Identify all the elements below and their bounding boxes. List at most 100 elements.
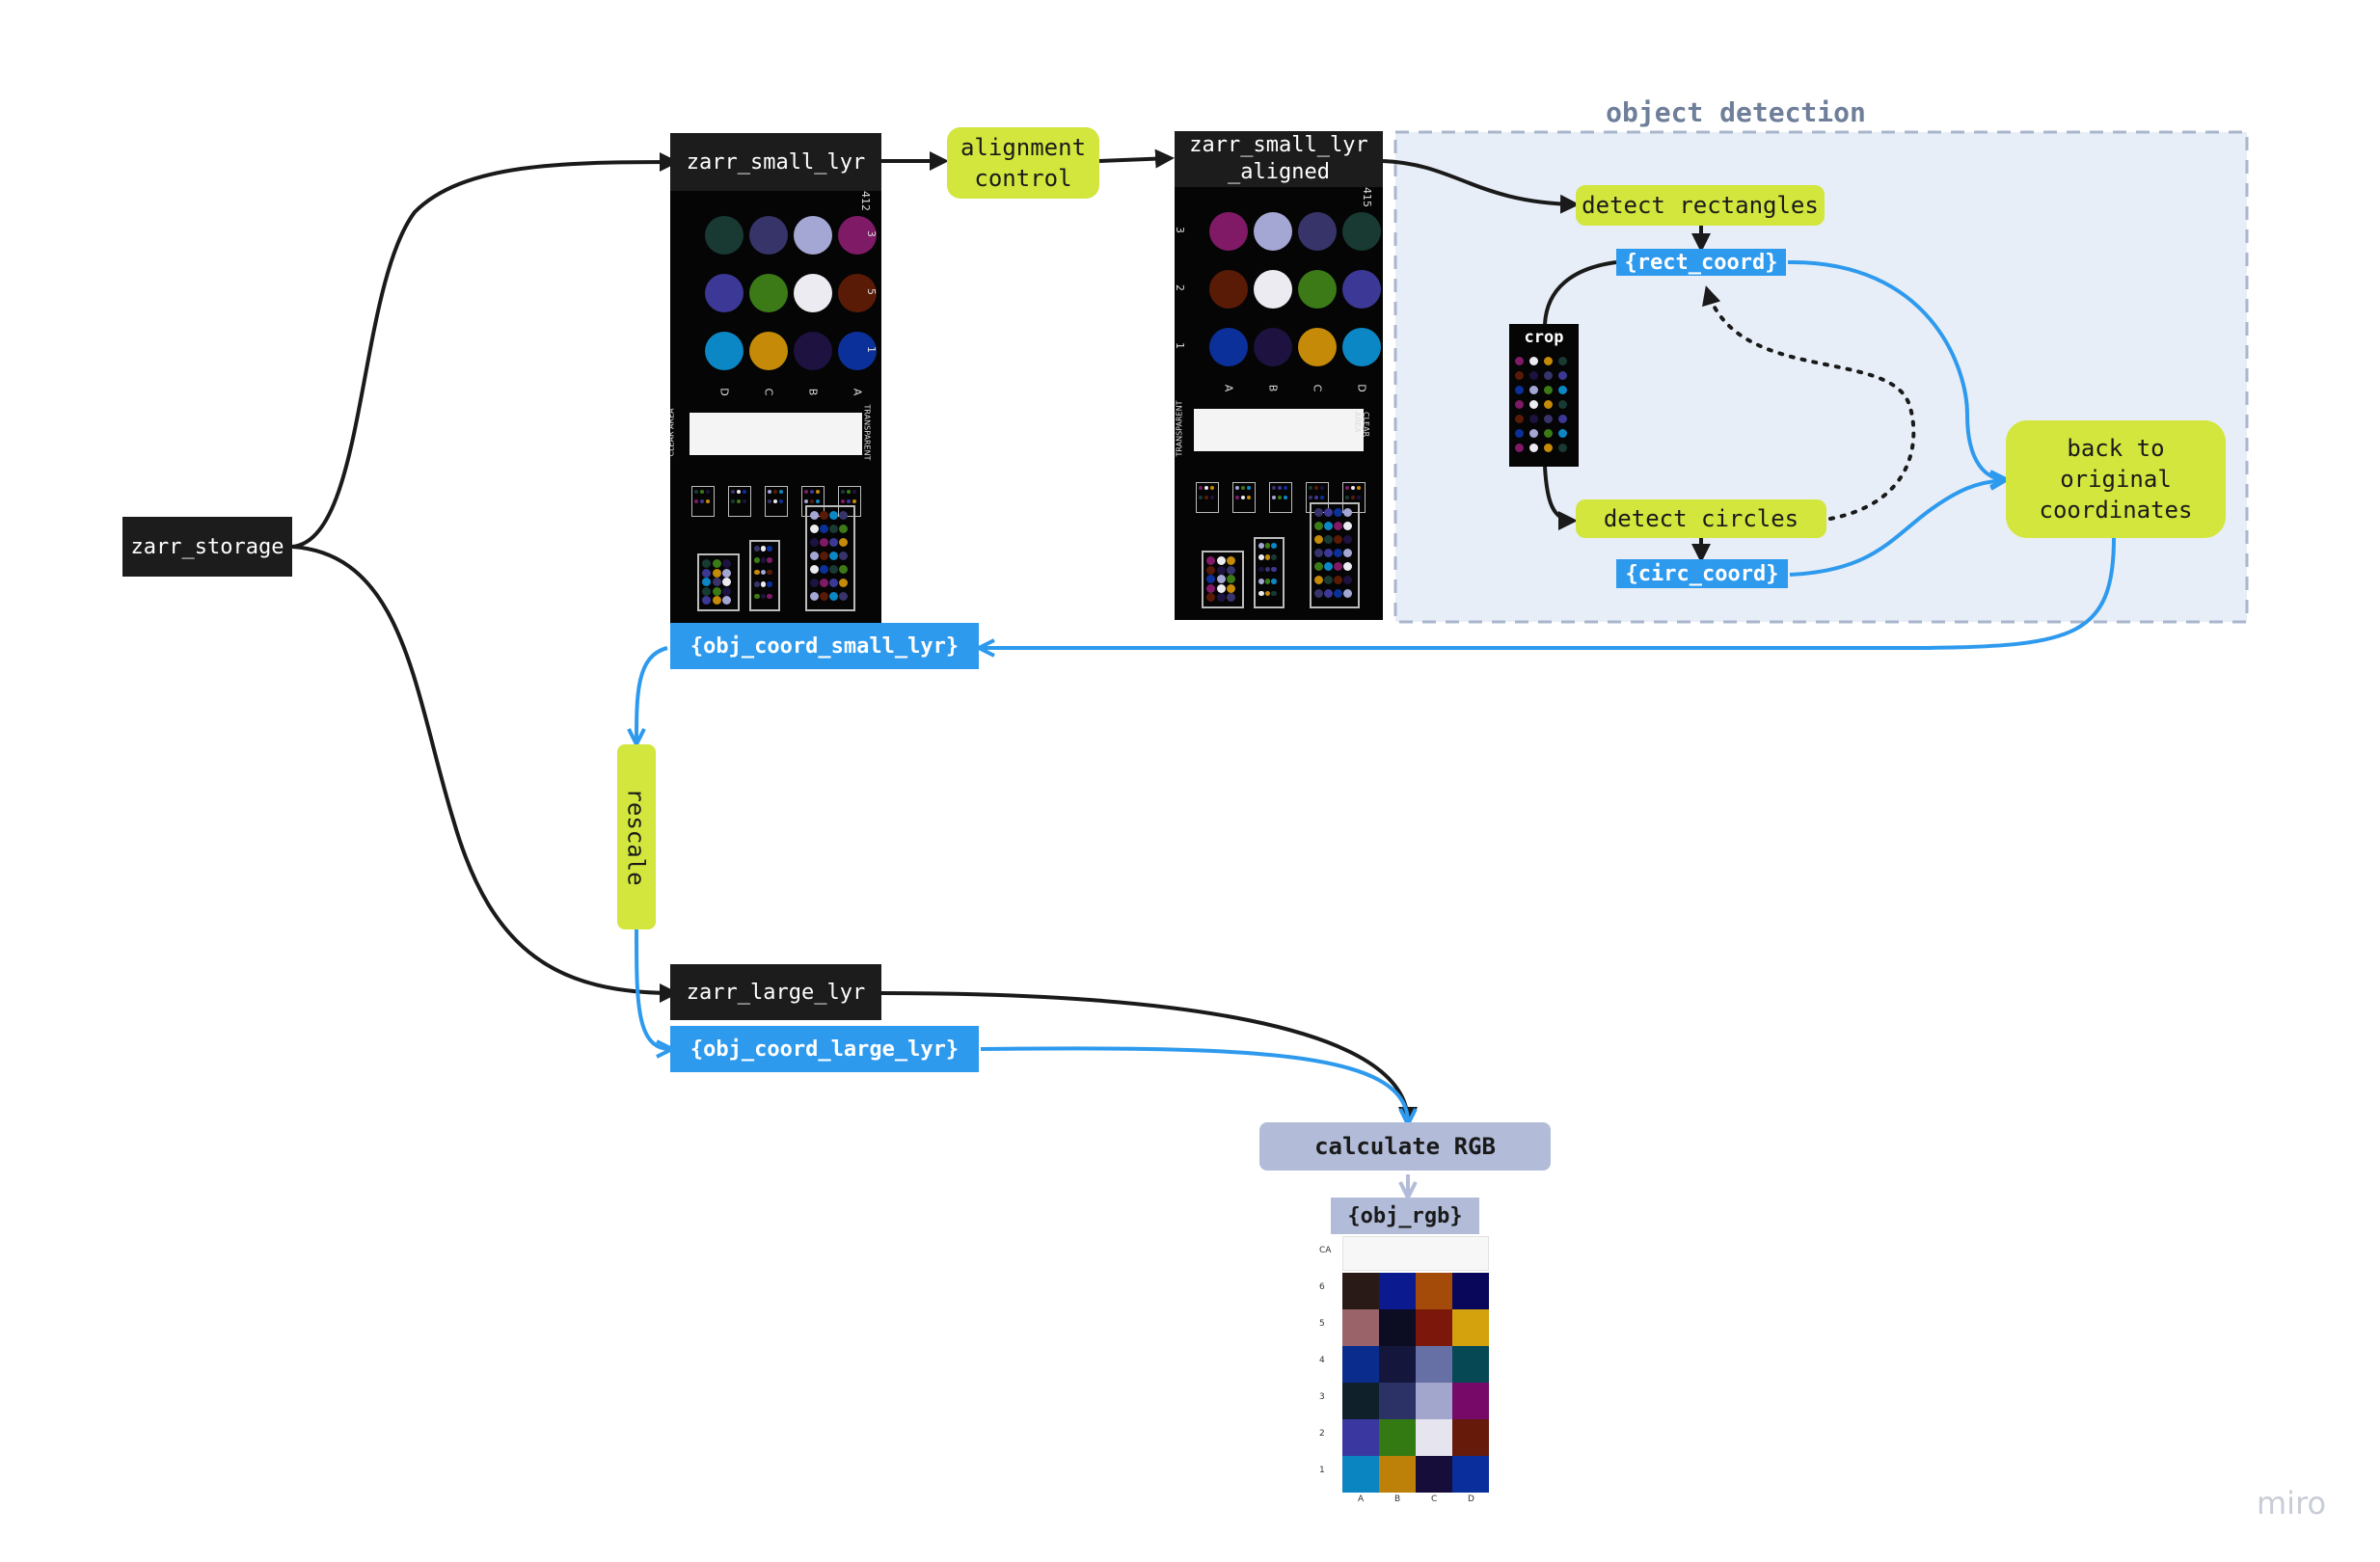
zarr-large-lyr-node[interactable]: zarr_large_lyr (670, 964, 881, 1020)
sample-rack (697, 553, 740, 611)
rack-dot (1334, 562, 1342, 571)
edge-detect-circ-to-rect-coord-dotted (1702, 285, 1916, 521)
sample-dot (838, 332, 877, 370)
detect-rectangles-node[interactable]: detect rectangles (1576, 185, 1825, 226)
rack-dot (760, 557, 767, 564)
rgb-cell (1379, 1383, 1416, 1419)
rack-dot (820, 579, 828, 587)
rgb-cell (1379, 1346, 1416, 1383)
rect-coord-node[interactable]: {rect_coord} (1616, 249, 1786, 276)
crop-dot (1515, 386, 1524, 394)
crop-dot (1544, 444, 1553, 452)
edge-aligned-to-detect-rect (1382, 159, 1580, 214)
rgb-cell (1342, 1346, 1379, 1383)
zarr-small-lyr-aligned-node[interactable]: zarr_small_lyr _aligned (1175, 131, 1383, 187)
mini-dot (1210, 486, 1214, 490)
mini-dot (731, 490, 735, 494)
mini-dot (816, 490, 820, 494)
obj-coord-large-lyr-node[interactable]: {obj_coord_large_lyr} (670, 1026, 979, 1072)
edge-back-to-obj-small (981, 537, 2116, 648)
edge-circ-coord-to-back (1789, 480, 2004, 577)
mini-dot (1204, 496, 1208, 499)
rgb-cell (1342, 1309, 1379, 1346)
sample-dot (705, 332, 744, 370)
detect-circles-node[interactable]: detect circles (1576, 499, 1826, 538)
rgb-cell (1342, 1456, 1379, 1493)
column-label: D (1355, 384, 1368, 392)
calculate-rgb-node[interactable]: calculate RGB (1259, 1122, 1551, 1171)
rack-dot (1334, 589, 1342, 598)
mini-rack (1196, 482, 1219, 513)
sample-dot (1342, 270, 1381, 309)
rack-dot (754, 581, 760, 587)
zarr-storage-node[interactable]: zarr_storage (122, 517, 292, 577)
edge-rect-coord-to-crop (1543, 260, 1617, 325)
mini-dot (1284, 486, 1287, 490)
mini-dot (1351, 496, 1355, 499)
rack-dot (1343, 562, 1352, 571)
rack-dot (839, 552, 848, 560)
crop-dot (1558, 415, 1567, 423)
rack-dot (1334, 508, 1342, 517)
rack-dot (760, 581, 767, 587)
rgb-col-label: B (1394, 1495, 1401, 1504)
side-label-right: CLEAR AREA (1353, 412, 1370, 438)
rack-dot (712, 596, 721, 606)
rgb-cell (1452, 1273, 1489, 1309)
mini-dot (706, 490, 710, 494)
rack-dot (767, 557, 772, 564)
mini-dot (1309, 486, 1312, 490)
rack-dot (760, 593, 767, 600)
rack-dot (1258, 590, 1264, 597)
rack-dot (829, 592, 838, 601)
circ-coord-node[interactable]: {circ_coord} (1616, 559, 1788, 588)
crop-node[interactable]: crop (1509, 324, 1579, 467)
rack-dot (1264, 579, 1271, 584)
rack-dot (702, 578, 711, 587)
edge-rect-coord-to-back (1787, 259, 2004, 479)
rgb-col-label: D (1468, 1495, 1474, 1504)
back-to-original-node[interactable]: back to original coordinates (2006, 420, 2226, 538)
mini-dot (773, 499, 777, 503)
mini-dot (694, 490, 698, 494)
rack-dot (839, 592, 848, 601)
sample-rack (1254, 537, 1285, 608)
crop-dot (1544, 386, 1553, 394)
alignment-control-node[interactable]: alignment control (947, 127, 1099, 199)
rack-dot (1343, 576, 1352, 584)
rack-dot (1258, 543, 1264, 549)
rgb-cell (1342, 1383, 1379, 1419)
mini-dot (1199, 486, 1203, 490)
mini-rack (691, 486, 715, 517)
mini-dot (743, 499, 746, 503)
obj-rgb-node[interactable]: {obj_rgb} (1331, 1198, 1479, 1234)
mini-dot (1272, 496, 1276, 499)
sample-dot (1209, 212, 1248, 251)
obj-coord-small-lyr-node[interactable]: {obj_coord_small_lyr} (670, 623, 979, 669)
crop-dot (1544, 400, 1553, 409)
rescale-node[interactable]: rescale (617, 744, 656, 929)
edge-rescale-to-obj-large (635, 929, 670, 1049)
sample-rack (1310, 502, 1360, 608)
rack-dot (1206, 583, 1215, 593)
crop-dot (1558, 371, 1567, 380)
rgb-col-label: A (1358, 1495, 1365, 1504)
mini-dot (804, 499, 808, 503)
rack-dot (1324, 549, 1333, 557)
rack-dot (820, 592, 828, 601)
side-label-left: TRANSPARENT (1175, 400, 1184, 457)
zarr-small-lyr-node[interactable]: zarr_small_lyr (670, 133, 881, 191)
mini-dot (1351, 486, 1355, 490)
edge-storage-to-large (291, 545, 679, 1003)
rack-dot (767, 569, 772, 576)
rgb-cell (1342, 1273, 1379, 1309)
column-label: A (851, 388, 864, 396)
column-label: B (806, 388, 820, 396)
rack-dot (820, 565, 828, 574)
crop-dot (1529, 400, 1538, 409)
rack-dot (760, 546, 767, 552)
mini-dot (1247, 496, 1251, 499)
rack-dot (820, 552, 828, 560)
crop-dot (1544, 429, 1553, 438)
mini-dot (1235, 486, 1239, 490)
